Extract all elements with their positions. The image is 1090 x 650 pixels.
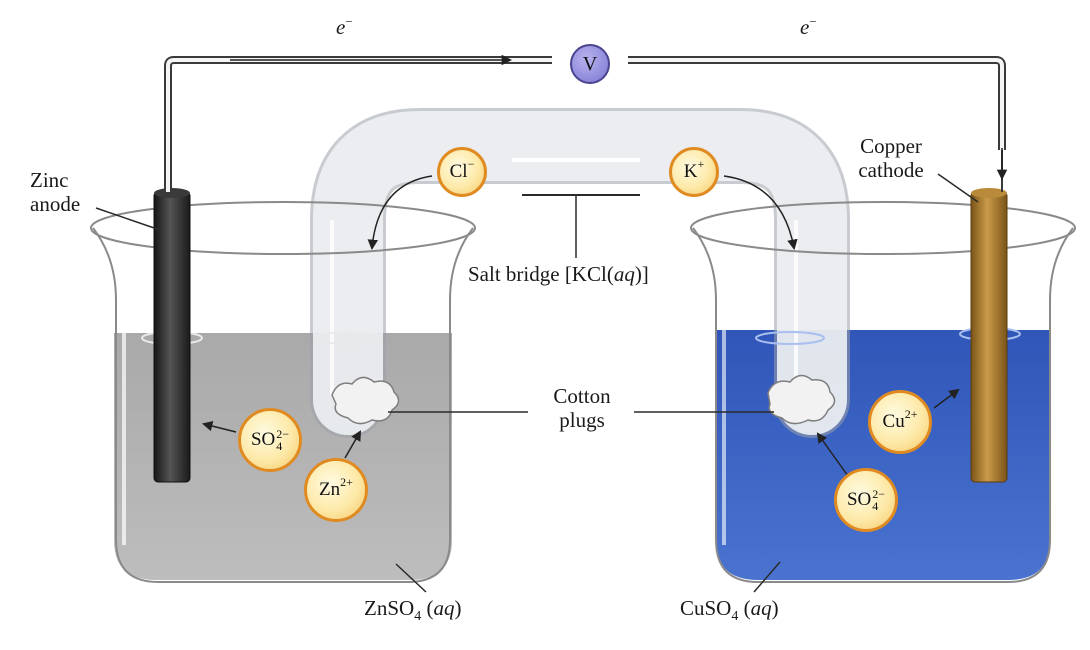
electron-label-left: e− bbox=[336, 14, 353, 40]
voltmeter: V bbox=[570, 44, 610, 84]
k-ion-symbol: K bbox=[683, 161, 698, 182]
anode-label-line1: Zinc bbox=[30, 168, 69, 192]
right-beaker bbox=[690, 201, 1076, 583]
znso4-state: aq bbox=[433, 596, 455, 620]
cathode-label-line2: cathode bbox=[858, 158, 924, 182]
cathode-leader bbox=[937, 173, 979, 203]
k-arrow bbox=[723, 175, 798, 251]
cuso4-state: aq bbox=[750, 596, 772, 620]
k-ion-charge: + bbox=[697, 156, 705, 171]
so4-right-symbol: SO bbox=[846, 489, 872, 510]
cotton-label-line2: plugs bbox=[559, 408, 605, 432]
voltmeter-label: V bbox=[582, 52, 598, 75]
salt-bridge-text: Salt bridge [KCl( bbox=[468, 262, 614, 286]
cotton-plug-left bbox=[331, 376, 400, 425]
zn-ion-symbol: Zn bbox=[319, 479, 341, 500]
cathode-label: Copper cathode bbox=[836, 134, 946, 182]
zinc-electrode bbox=[153, 191, 191, 483]
anode-label-line2: anode bbox=[30, 192, 81, 216]
electron-symbol: e bbox=[800, 15, 810, 39]
cu-ion-charge: 2+ bbox=[904, 406, 918, 421]
left-beaker bbox=[90, 201, 476, 583]
cotton-plug-right bbox=[767, 374, 836, 425]
zn-ion-charge: 2+ bbox=[340, 474, 353, 489]
salt-bridge-tube bbox=[310, 108, 850, 438]
so4-right-charge: 2− bbox=[872, 487, 886, 501]
so4-right-subscript: 4 bbox=[872, 499, 879, 513]
cuso4-subscript: 4 bbox=[731, 609, 739, 624]
cotton-plugs-label: Cotton plugs bbox=[530, 384, 634, 432]
electron-charge: − bbox=[345, 14, 353, 29]
so4-left-symbol: SO bbox=[250, 429, 276, 450]
cathode-label-line1: Copper bbox=[860, 134, 922, 158]
so4-right-arrow bbox=[816, 432, 849, 477]
electron-symbol: e bbox=[336, 15, 346, 39]
salt-bridge-label: Salt bridge [KCl(aq)] bbox=[468, 262, 649, 287]
cl-ion-charge: − bbox=[467, 156, 475, 171]
cuso4-label: CuSO4 (aq) bbox=[680, 596, 779, 624]
znso4-label: ZnSO4 (aq) bbox=[364, 596, 462, 624]
cu-arrow bbox=[933, 388, 960, 409]
cu-ion-symbol: Cu bbox=[882, 411, 905, 432]
anode-label: Zinc anode bbox=[30, 168, 80, 216]
znso4-subscript: 4 bbox=[414, 609, 422, 624]
zn-arrow bbox=[344, 430, 362, 459]
anode-leader bbox=[95, 207, 161, 231]
so4-left-arrow bbox=[201, 420, 237, 433]
cuso4-formula: CuSO bbox=[680, 596, 732, 620]
cuso4-leader bbox=[753, 561, 781, 593]
copper-electrode bbox=[970, 191, 1008, 483]
salt-bridge-state: aq bbox=[613, 262, 635, 286]
cl-arrow bbox=[367, 175, 433, 251]
znso4-formula: ZnSO bbox=[364, 596, 415, 620]
electron-label-right: e− bbox=[800, 14, 817, 40]
salt-bridge-close: )] bbox=[634, 262, 649, 286]
so4-left-subscript: 4 bbox=[276, 439, 283, 453]
so4-left-charge: 2− bbox=[276, 427, 290, 441]
cl-ion-symbol: Cl bbox=[449, 161, 468, 182]
cotton-label-line1: Cotton bbox=[553, 384, 611, 408]
znso4-leader bbox=[395, 563, 427, 593]
k-ion: K+ bbox=[669, 147, 719, 197]
electron-charge: − bbox=[809, 14, 817, 29]
cl-ion: Cl− bbox=[437, 147, 487, 197]
